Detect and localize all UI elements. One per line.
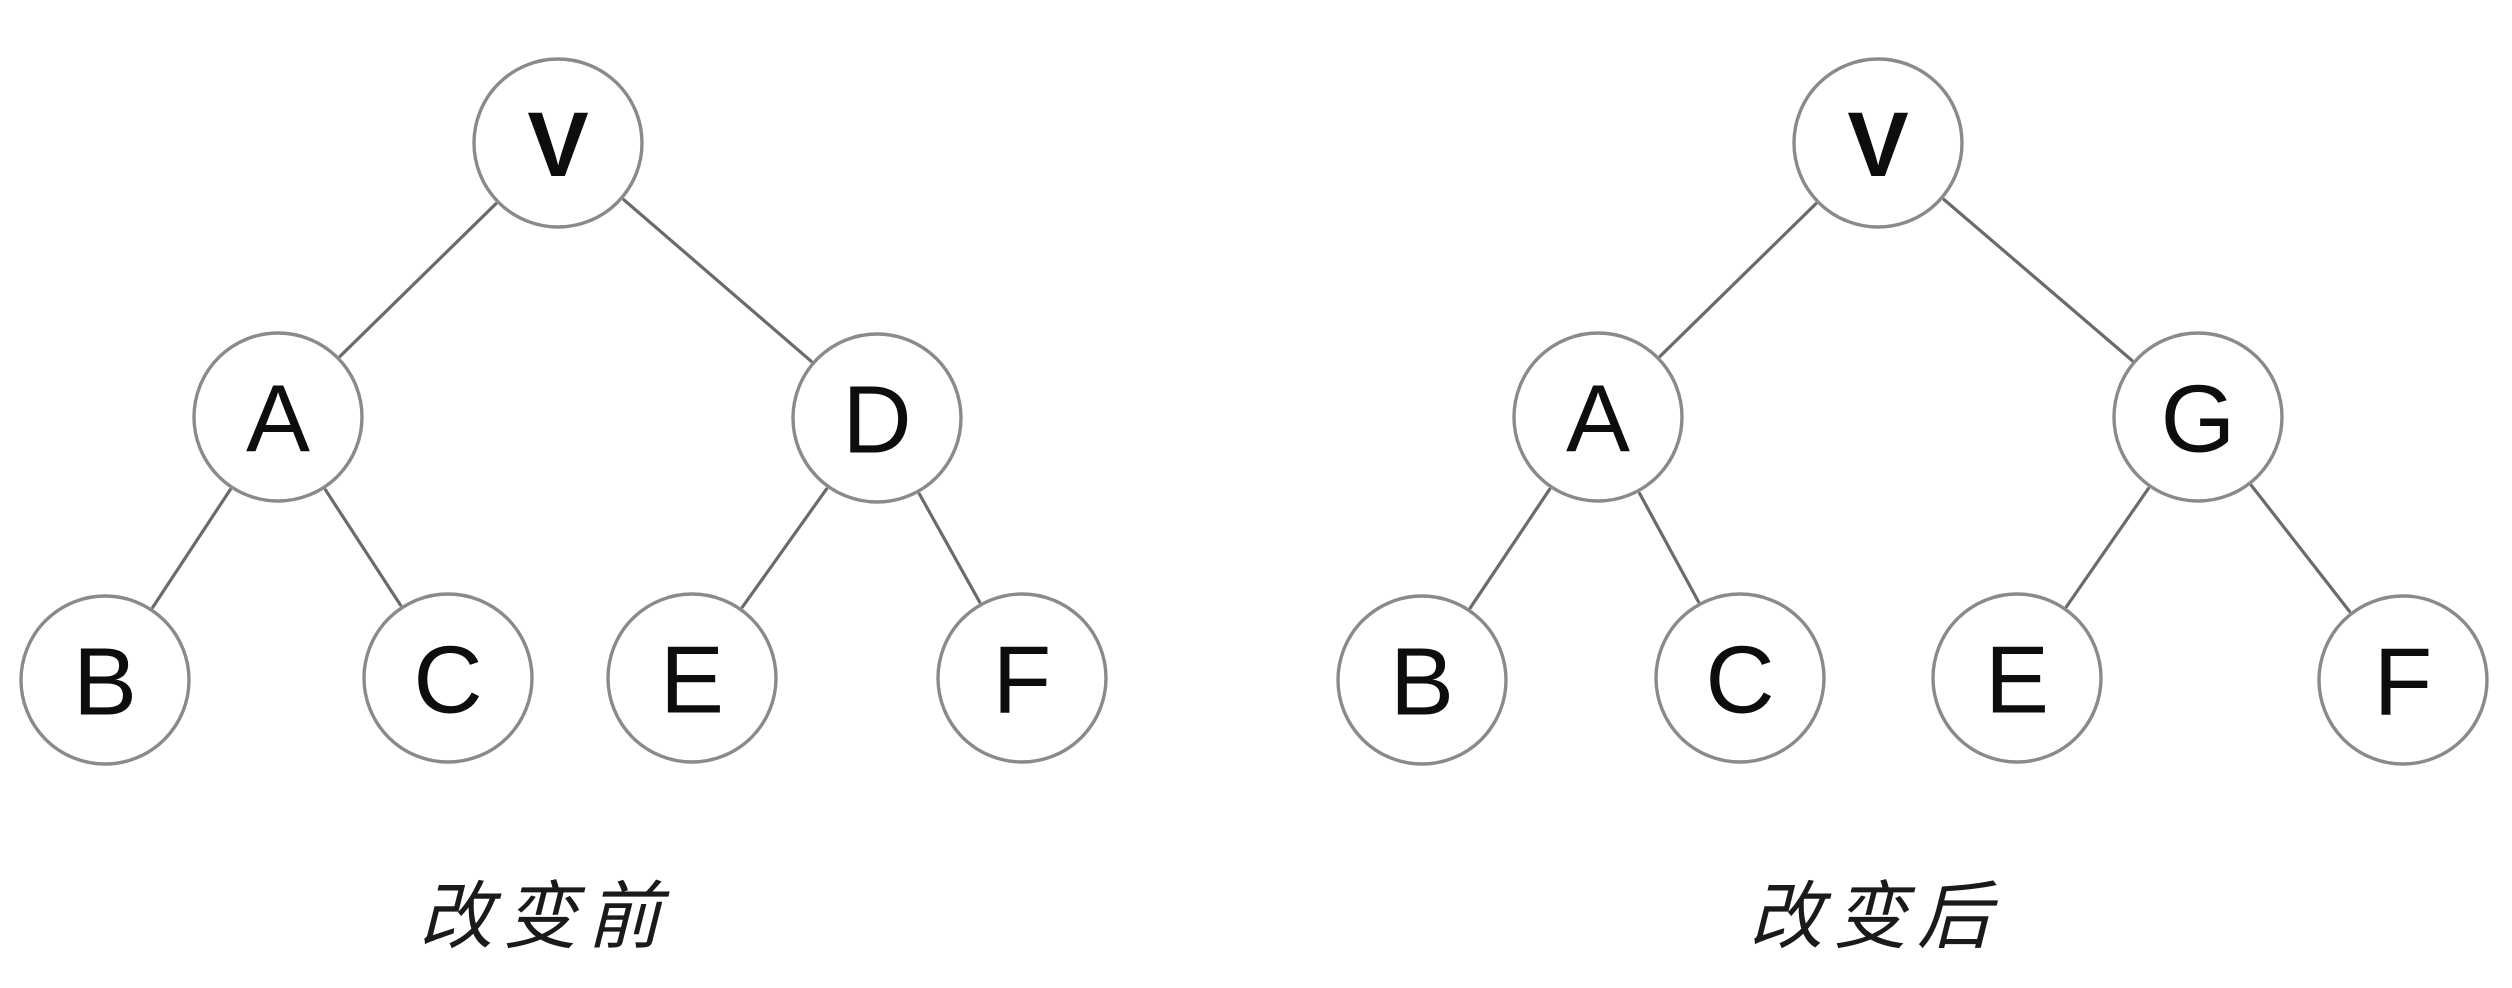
diagram-caption-after: 改变后 — [1749, 877, 2001, 959]
node-label-before-f: F — [993, 627, 1052, 734]
node-circle-after-b — [1336, 594, 1508, 766]
tree-node-after-g[interactable]: G — [2112, 331, 2284, 503]
tree-node-before-d[interactable]: D — [791, 332, 963, 504]
node-circle-before-d — [791, 332, 963, 504]
node-circle-before-e — [606, 592, 778, 764]
node-label-after-a: A — [1566, 366, 1630, 473]
node-circle-before-v — [472, 57, 644, 229]
tree-node-before-e[interactable]: E — [606, 592, 778, 764]
tree-node-before-c[interactable]: C — [362, 592, 534, 764]
tree-node-after-f[interactable]: F — [2317, 594, 2489, 766]
node-circle-before-a — [192, 331, 364, 503]
tree-node-before-f[interactable]: F — [936, 592, 1108, 764]
node-label-before-c: C — [413, 627, 482, 734]
node-circle-after-f — [2317, 594, 2489, 766]
node-label-before-v: V — [527, 94, 588, 196]
tree-edge-after-a-b — [1468, 487, 1552, 610]
tree-edge-after-g-e — [2065, 486, 2150, 609]
node-circle-after-a — [1512, 331, 1684, 503]
tree-edge-before-v-a — [338, 202, 498, 358]
node-circle-after-e — [1931, 592, 2103, 764]
node-label-after-e: E — [1985, 627, 2049, 734]
node-label-after-v: V — [1847, 94, 1908, 196]
node-label-after-g: G — [2161, 366, 2236, 473]
node-label-after-c: C — [1705, 627, 1774, 734]
node-circle-before-f — [936, 592, 1108, 764]
captions-layer: 改变前 改变后 — [419, 877, 2001, 959]
node-label-after-b: B — [1390, 629, 1454, 736]
node-circle-after-c — [1654, 592, 1826, 764]
tree-node-before-a[interactable]: A — [192, 331, 364, 503]
tree-node-after-c[interactable]: C — [1654, 592, 1826, 764]
node-circle-before-b — [19, 594, 191, 766]
node-label-before-a: A — [246, 366, 310, 473]
node-circle-before-c — [362, 592, 534, 764]
tree-node-after-v[interactable]: V — [1792, 57, 1964, 229]
node-circle-after-g — [2112, 331, 2284, 503]
tree-edge-before-a-b — [151, 488, 232, 609]
edges-layer — [151, 198, 2352, 614]
node-label-after-f: F — [2374, 629, 2433, 736]
tree-node-before-v[interactable]: V — [472, 57, 644, 229]
diagram-caption-before: 改变前 — [419, 877, 671, 959]
tree-node-before-b[interactable]: B — [19, 594, 191, 766]
tree-edge-before-v-d — [622, 198, 813, 363]
tree-edge-before-d-e — [740, 487, 829, 609]
node-label-before-e: E — [660, 627, 724, 734]
tree-edge-after-v-a — [1658, 202, 1818, 358]
tree-edge-after-a-c — [1637, 491, 1701, 604]
tree-edge-before-d-f — [917, 492, 982, 604]
tree-edge-before-a-c — [323, 488, 403, 607]
nodes-layer: V A D B C E F V A G B C E F — [19, 57, 2489, 766]
tree-node-after-a[interactable]: A — [1512, 331, 1684, 503]
tree-edge-after-g-f — [2249, 484, 2352, 614]
node-label-before-d: D — [842, 367, 911, 474]
tree-node-after-e[interactable]: E — [1931, 592, 2103, 764]
node-label-before-b: B — [73, 629, 137, 736]
tree-node-after-b[interactable]: B — [1336, 594, 1508, 766]
node-circle-after-v — [1792, 57, 1964, 229]
tree-edge-after-v-g — [1942, 198, 2134, 362]
